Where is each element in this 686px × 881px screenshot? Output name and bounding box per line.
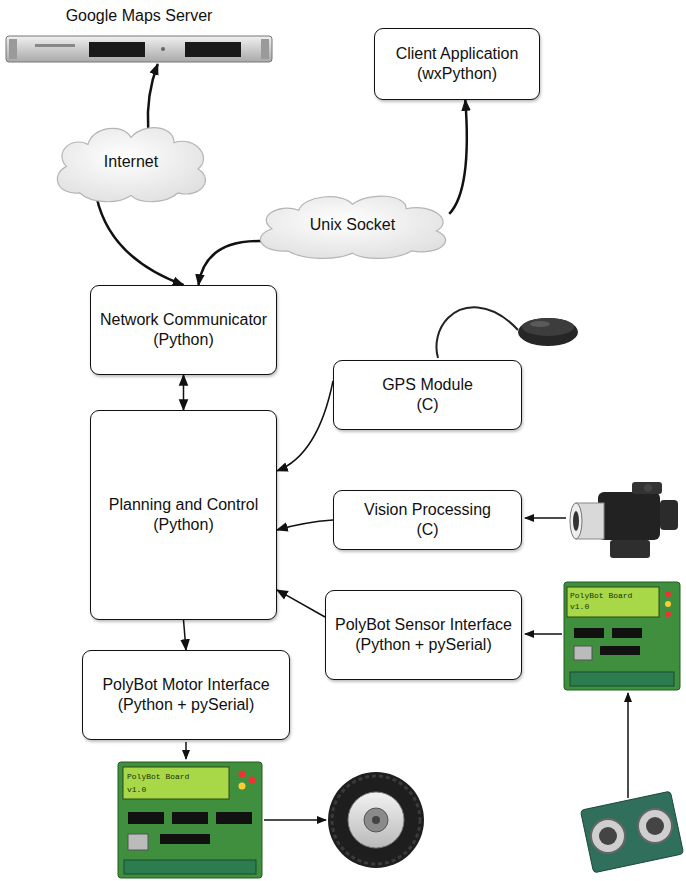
process-box: Vision Processing(C)	[333, 490, 522, 550]
text-group: Planning and Control(Python)	[109, 495, 258, 535]
wheel	[328, 772, 424, 868]
network-cloud: Unix Socket	[245, 188, 460, 262]
motor-board-arrow	[185, 742, 187, 759]
ultrasonic-arrow	[627, 693, 629, 798]
node-subtitle: (Python + pySerial)	[335, 635, 512, 655]
process-box: GPS Module(C)	[333, 360, 522, 430]
video-camera	[570, 482, 678, 558]
node-subtitle: (Python)	[109, 515, 258, 535]
text-group: Unix Socket	[310, 215, 395, 235]
camera-arrow	[525, 517, 566, 519]
process-box: Client Application(wxPython)	[374, 28, 540, 100]
node-subtitle: (C)	[364, 520, 491, 540]
process-box: PolyBot Motor Interface(Python + pySeria…	[82, 650, 290, 740]
node-title: Planning and Control	[109, 495, 258, 515]
text-group: PolyBot Sensor Interface(Python + pySeri…	[335, 615, 512, 655]
node-subtitle: (wxPython)	[396, 64, 519, 84]
text-group: PolyBot Motor Interface(Python + pySeria…	[102, 675, 269, 715]
text-group: GPS Module(C)	[382, 375, 473, 415]
motor-board	[118, 762, 262, 878]
node-title: Network Communicator	[100, 310, 267, 330]
lcd-text: PolyBot Board	[127, 772, 189, 781]
text-group: Network Communicator(Python)	[100, 310, 267, 350]
node-title: Google Maps Server	[5, 6, 273, 26]
text-group: Client Application(wxPython)	[396, 44, 519, 84]
connector-arrow	[449, 100, 467, 214]
node-subtitle: (Python + pySerial)	[102, 695, 269, 715]
process-box: PolyBot Sensor Interface(Python + pySeri…	[325, 590, 522, 680]
connector-arrow	[97, 197, 184, 285]
process-box: Planning and Control(Python)	[90, 410, 277, 620]
lcd-text: v1.0	[127, 785, 146, 794]
node-title: Client Application	[396, 44, 519, 64]
node-title: GPS Module	[382, 375, 473, 395]
lcd-text: PolyBot Board	[570, 591, 632, 600]
node-title: PolyBot Sensor Interface	[335, 615, 512, 635]
connector-arrow	[277, 381, 333, 471]
network-cloud: Internet	[45, 118, 217, 206]
node-subtitle: (Python)	[100, 330, 267, 350]
node-title: Vision Processing	[364, 500, 491, 520]
server-picture	[5, 32, 273, 64]
node-subtitle: (C)	[382, 395, 473, 415]
connector-arrow	[277, 520, 333, 530]
connector-arrow	[148, 64, 158, 129]
wheel-arrow	[264, 819, 326, 821]
ultrasonic-sensor	[580, 791, 683, 873]
sensor-board-arrow	[525, 633, 562, 635]
sensor-board	[564, 582, 680, 690]
connector-arrow	[277, 590, 325, 617]
connector-arrow	[184, 620, 187, 650]
node-title: Internet	[104, 152, 158, 172]
text-group: Internet	[104, 152, 158, 172]
text-group: Google Maps Server	[5, 6, 273, 26]
process-box: Network Communicator(Python)	[90, 285, 277, 375]
connector-arrow	[198, 241, 266, 285]
node-title: Unix Socket	[310, 215, 395, 235]
gps-antenna	[436, 307, 578, 358]
node-title: PolyBot Motor Interface	[102, 675, 269, 695]
lcd-text: v1.0	[570, 602, 589, 611]
connector-arrow	[183, 375, 185, 410]
text-group: Vision Processing(C)	[364, 500, 491, 540]
server-node: Google Maps Server	[5, 4, 273, 64]
